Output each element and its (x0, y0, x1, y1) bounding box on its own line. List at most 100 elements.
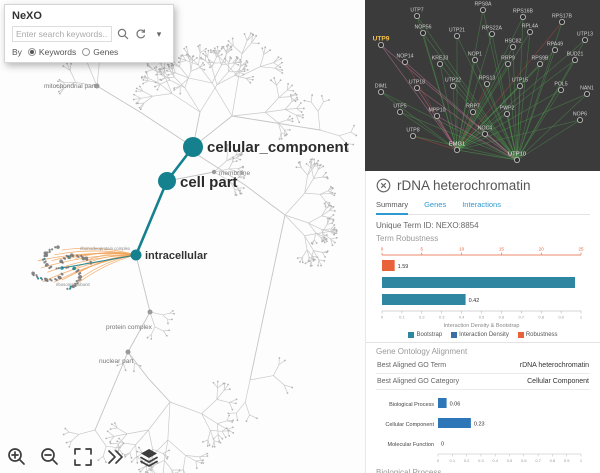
network-node[interactable] (377, 42, 384, 49)
network-node-label[interactable]: RPS16B (513, 9, 533, 15)
network-node-label[interactable]: NOP6 (573, 112, 587, 118)
network-node[interactable] (470, 109, 477, 116)
network-node[interactable] (489, 30, 496, 37)
network-node-label[interactable]: RPS8A (474, 2, 492, 8)
radio-genes[interactable]: Genes (82, 47, 118, 57)
network-node[interactable] (519, 13, 526, 20)
network-node-label[interactable]: UTP5 (393, 104, 406, 110)
network-node[interactable] (414, 12, 421, 19)
network-node-label[interactable]: UTP9 (373, 36, 390, 43)
network-node[interactable] (397, 109, 404, 116)
tree-label[interactable]: ribonucleoprotein complex (80, 246, 131, 251)
network-node-label[interactable]: NAN1 (580, 86, 594, 92)
tree-label[interactable]: membrane (219, 170, 250, 177)
network-node[interactable] (513, 156, 520, 163)
network-node[interactable] (583, 91, 590, 98)
expand-collapse-button[interactable] (105, 446, 127, 468)
network-node-label[interactable]: NOP56 (414, 25, 431, 31)
network-node[interactable] (454, 146, 461, 153)
network-node[interactable] (576, 117, 583, 124)
network-node[interactable] (504, 61, 511, 68)
network-node[interactable] (450, 83, 457, 90)
network-node-label[interactable]: DIM1 (375, 84, 388, 90)
network-node[interactable] (420, 29, 427, 36)
network-node-label[interactable]: RPA49 (547, 42, 563, 48)
network-node[interactable] (480, 7, 487, 13)
network-node[interactable] (434, 113, 441, 120)
network-node-label[interactable]: UTP21 (449, 28, 465, 34)
tree-node[interactable] (158, 172, 176, 190)
tab-interactions[interactable]: Interactions (462, 200, 501, 209)
network-node-label[interactable]: EMG1 (449, 142, 465, 148)
radio-keywords[interactable]: Keywords (27, 47, 76, 57)
tree-label[interactable]: intracellular (145, 250, 208, 262)
network-node-label[interactable]: UTP7 (410, 8, 423, 14)
fit-to-screen-button[interactable] (72, 446, 94, 468)
network-node-label[interactable]: RRP9 (501, 56, 515, 62)
network-node-label[interactable]: RPS9B (531, 56, 549, 62)
network-node-label[interactable]: NOC4 (478, 126, 493, 132)
search-input[interactable] (12, 26, 112, 42)
network-node[interactable] (454, 33, 461, 40)
tab-summary[interactable]: Summary (376, 200, 409, 215)
network-node[interactable] (472, 57, 479, 64)
ontology-tree-canvas[interactable]: mitochondrial part membrane cellular_compo… (0, 0, 365, 473)
close-icon[interactable] (376, 178, 391, 193)
refresh-icon[interactable] (134, 27, 148, 41)
tree-label[interactable]: cellular_component (207, 139, 349, 156)
tree-node[interactable] (183, 137, 203, 157)
layers-button[interactable] (138, 446, 160, 468)
network-node-label[interactable]: RPS13 (479, 76, 496, 82)
chevron-down-icon[interactable]: ▾ (156, 28, 162, 39)
network-node[interactable] (437, 61, 444, 68)
network-node[interactable] (581, 37, 588, 44)
network-node[interactable] (516, 83, 523, 90)
tree-label[interactable]: cell part (180, 174, 238, 191)
network-node-label[interactable]: UTP18 (409, 80, 425, 86)
network-node[interactable] (410, 132, 417, 139)
tree-label[interactable]: ribosomal subunit (56, 282, 90, 287)
network-node[interactable] (509, 44, 516, 51)
network-node[interactable] (558, 18, 565, 25)
network-node-label[interactable]: UTP10 (508, 152, 526, 158)
network-node-label[interactable]: NOP14 (396, 54, 413, 60)
network-node[interactable] (557, 87, 564, 94)
network-node[interactable] (536, 61, 543, 68)
network-node-label[interactable]: MPP10 (428, 108, 445, 114)
network-node-label[interactable]: NOP1 (468, 52, 482, 58)
network-node-label[interactable]: RPS22A (482, 26, 502, 32)
network-node[interactable] (526, 28, 533, 35)
network-node[interactable] (503, 111, 510, 118)
network-node-label[interactable]: RPS17B (552, 14, 572, 20)
network-node-label[interactable]: RPL4A (522, 24, 539, 30)
network-node-label[interactable]: RRP7 (466, 104, 480, 110)
ontology-tree-panel[interactable]: mitochondrial part membrane cellular_compo… (0, 0, 365, 473)
network-node-label[interactable]: UTP8 (406, 128, 419, 134)
search-icon[interactable] (116, 27, 130, 41)
network-node[interactable] (484, 81, 491, 88)
network-node-label[interactable]: KRE33 (432, 56, 449, 62)
tab-genes[interactable]: Genes (424, 200, 447, 209)
network-node[interactable] (377, 89, 384, 96)
network-node-label[interactable]: UTP13 (577, 32, 593, 38)
tree-label[interactable]: nuclear part (99, 358, 134, 365)
network-node[interactable] (571, 57, 578, 64)
tree-label[interactable]: protein complex (106, 324, 153, 331)
network-node[interactable] (402, 59, 409, 66)
tree-node[interactable] (130, 249, 142, 261)
network-node-label[interactable]: PWP2 (500, 106, 515, 112)
network-node-label[interactable]: BUD21 (567, 52, 584, 58)
network-node-label[interactable]: UTP22 (445, 78, 461, 84)
network-node-label[interactable]: UTP15 (512, 78, 528, 84)
zoom-out-button[interactable] (39, 446, 61, 468)
zoom-in-button[interactable] (6, 446, 28, 468)
svg-text:0.3: 0.3 (478, 458, 484, 463)
network-node[interactable] (482, 130, 489, 137)
network-node[interactable] (414, 85, 421, 92)
tree-label[interactable]: mitochondrial part (44, 83, 96, 90)
network-node-label[interactable]: HSC82 (505, 39, 522, 45)
network-node[interactable] (551, 47, 558, 54)
network-node-label[interactable]: POL5 (554, 82, 567, 88)
